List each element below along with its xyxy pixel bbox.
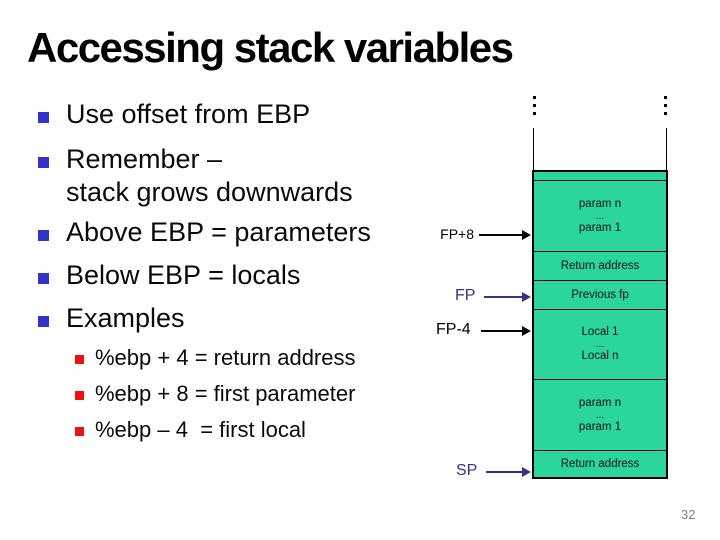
stack-continues-dots-left [533,96,536,115]
bullet-square-icon [38,112,49,123]
bullet-item: Use offset from EBP [66,99,311,129]
cell-text: Previous fp [571,288,629,301]
sub-bullet-square-icon [75,391,84,400]
cell-text: Return address [560,457,640,470]
pointer-label-fp-plus-8: FP+8 [440,226,474,242]
pointer-label-fp: FP [455,287,476,304]
stack-cell-return-address: Return address [534,251,666,280]
stack-cell-params: param n ... param 1 [534,379,666,450]
stack-open-region [533,128,667,170]
arrow-sp-icon [486,467,531,477]
sub-bullet-square-icon [75,427,84,436]
stack-cell-locals: Local 1 ... Local n [534,309,666,379]
arrow-fp-minus-4-icon [481,326,531,336]
arrow-fp-icon [484,292,531,302]
stack-cell-empty [534,172,666,180]
cell-text: Local n [581,350,619,362]
cell-text: param 1 [578,420,622,433]
sub-bullet-item: %ebp + 8 = first parameter [95,381,356,406]
bullet-item: Below EBP = locals [66,260,301,290]
stack-diagram: param n ... param 1 Return address Previ… [532,170,668,479]
cell-text: Return address [560,259,640,272]
sub-bullet-item: %ebp – 4 = first local [95,417,306,442]
bullet-square-icon [38,157,49,168]
page-title: Accessing stack variables [27,24,514,71]
arrow-fp-plus-8-icon [479,230,531,240]
bullet-item: Examples [66,303,185,333]
sub-bullet-square-icon [75,355,84,364]
stack-continues-dots-right [664,96,667,115]
bullet-square-icon [38,316,49,327]
cell-ellipsis: ... [595,409,605,421]
cell-ellipsis: ... [595,339,605,350]
bullet-item: Remember – [66,144,223,174]
sub-bullet-item: %ebp + 4 = return address [95,345,356,370]
cell-ellipsis: ... [595,210,605,222]
bullet-item: Above EBP = parameters [66,217,371,247]
bullet-item-wrap: stack grows downwards [66,177,353,207]
cell-text: param n [578,396,622,409]
bullet-square-icon [38,273,49,284]
cell-text: Local 1 [581,326,619,338]
pointer-label-sp: SP [456,462,478,479]
page-number: 32 [681,507,696,522]
stack-cell-return-address: Return address [534,450,666,477]
pointer-label-fp-minus-4: FP-4 [436,321,471,338]
stack-cell-params: param n ... param 1 [534,180,666,251]
stack-cell-previous-fp: Previous fp [534,280,666,309]
cell-text: param 1 [578,221,622,234]
cell-text: param n [578,197,622,210]
bullet-square-icon [38,230,49,241]
